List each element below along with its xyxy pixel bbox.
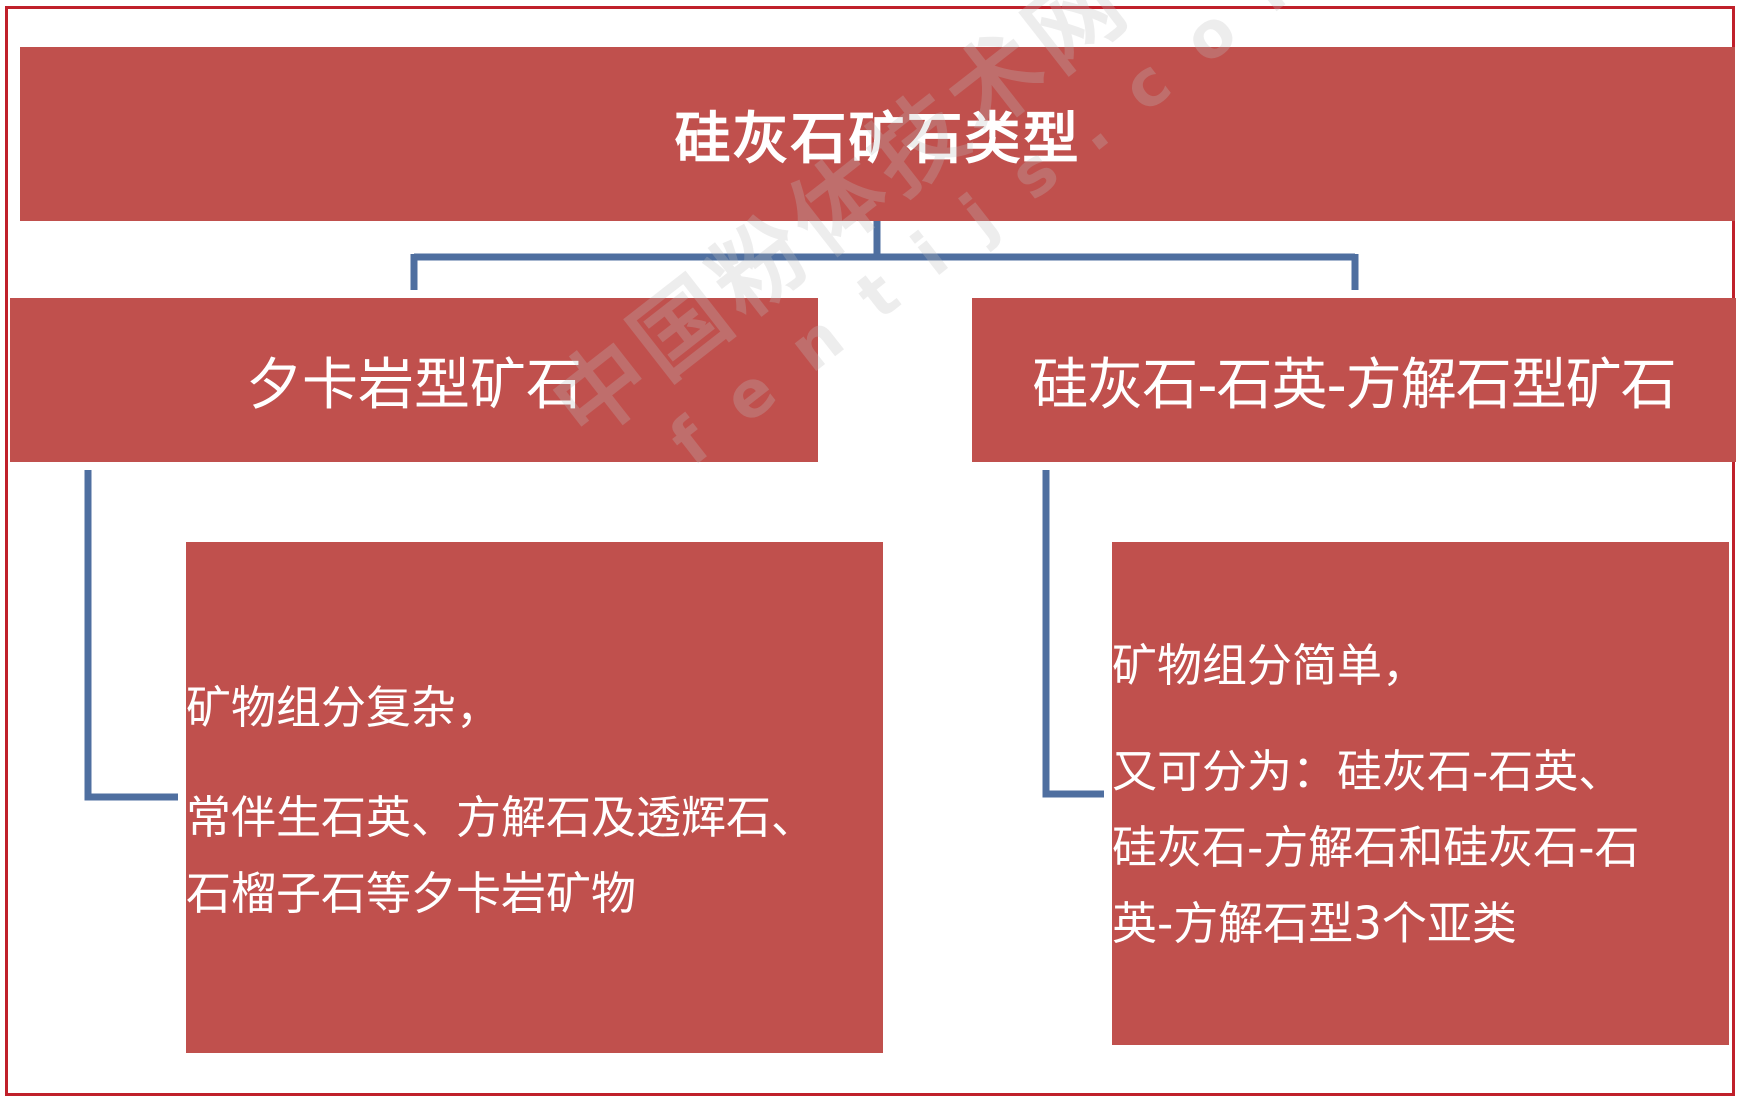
left-leaf-connector (84, 470, 178, 801)
branch-title: 夕卡岩型矿石 (246, 352, 582, 418)
branch-skarn-ore: 夕卡岩型矿石 (10, 298, 818, 462)
description-line: 常伴生石英、方解石及透辉石、 (186, 791, 817, 844)
description-line: 硅灰石-方解石和硅灰石-石 (1112, 821, 1640, 874)
leaf-skarn-description: 矿物组分复杂， 常伴生石英、方解石及透辉石、 石榴子石等夕卡岩矿物 (186, 542, 883, 1053)
description-line: 石榴子石等夕卡岩矿物 (186, 867, 637, 920)
description-line: 英-方解石型3个亚类 (1112, 897, 1517, 950)
description-line: 又可分为：硅灰石-石英、 (1112, 745, 1624, 798)
branch-wollastonite-quartz-calcite-ore: 硅灰石-石英-方解石型矿石 (972, 298, 1736, 462)
outer-frame (5, 6, 1735, 1096)
branch-title: 硅灰石-石英-方解石型矿石 (1032, 352, 1676, 418)
leaf-wollastonite-description: 矿物组分简单， 又可分为：硅灰石-石英、 硅灰石-方解石和硅灰石-石 英-方解石… (1112, 542, 1729, 1045)
root-node: 硅灰石矿石类型 (20, 47, 1735, 221)
description-line: 矿物组分简单， (1112, 639, 1428, 692)
description-line: 矿物组分复杂， (186, 681, 502, 734)
right-leaf-connector (1042, 470, 1104, 798)
root-title: 硅灰石矿石类型 (674, 106, 1081, 172)
